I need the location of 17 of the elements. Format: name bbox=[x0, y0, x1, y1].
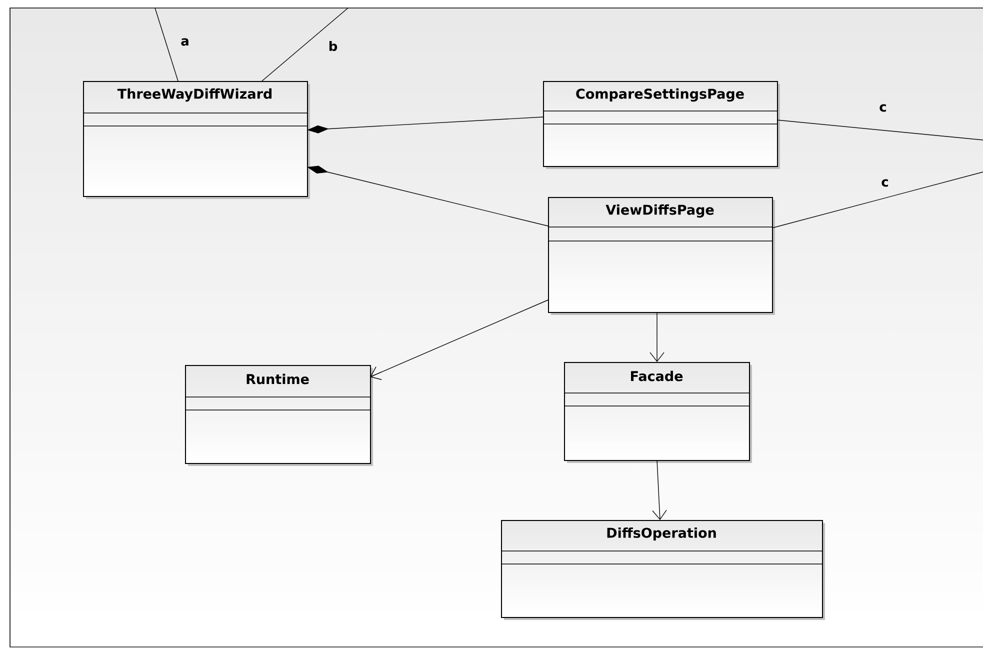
arrow bbox=[650, 312, 664, 362]
class-box: DiffsOperation bbox=[500, 520, 825, 620]
class-box: Runtime bbox=[184, 365, 373, 466]
class-box: ThreeWayDiffWizard bbox=[82, 81, 310, 199]
association-line bbox=[772, 172, 983, 228]
class-box: Facade bbox=[564, 362, 752, 463]
arrow bbox=[370, 300, 548, 380]
association-line bbox=[262, 8, 348, 82]
edge-label: b bbox=[329, 40, 338, 52]
association-line bbox=[776, 120, 983, 140]
edge-label: c bbox=[882, 179, 888, 187]
association-line bbox=[154, 8, 178, 82]
arrow bbox=[652, 460, 667, 520]
class-box: ViewDiffsPage bbox=[548, 197, 775, 315]
edge-label: a bbox=[181, 38, 188, 46]
edge-label: c bbox=[880, 104, 886, 112]
class-box: CompareSettingsPage bbox=[542, 81, 780, 169]
